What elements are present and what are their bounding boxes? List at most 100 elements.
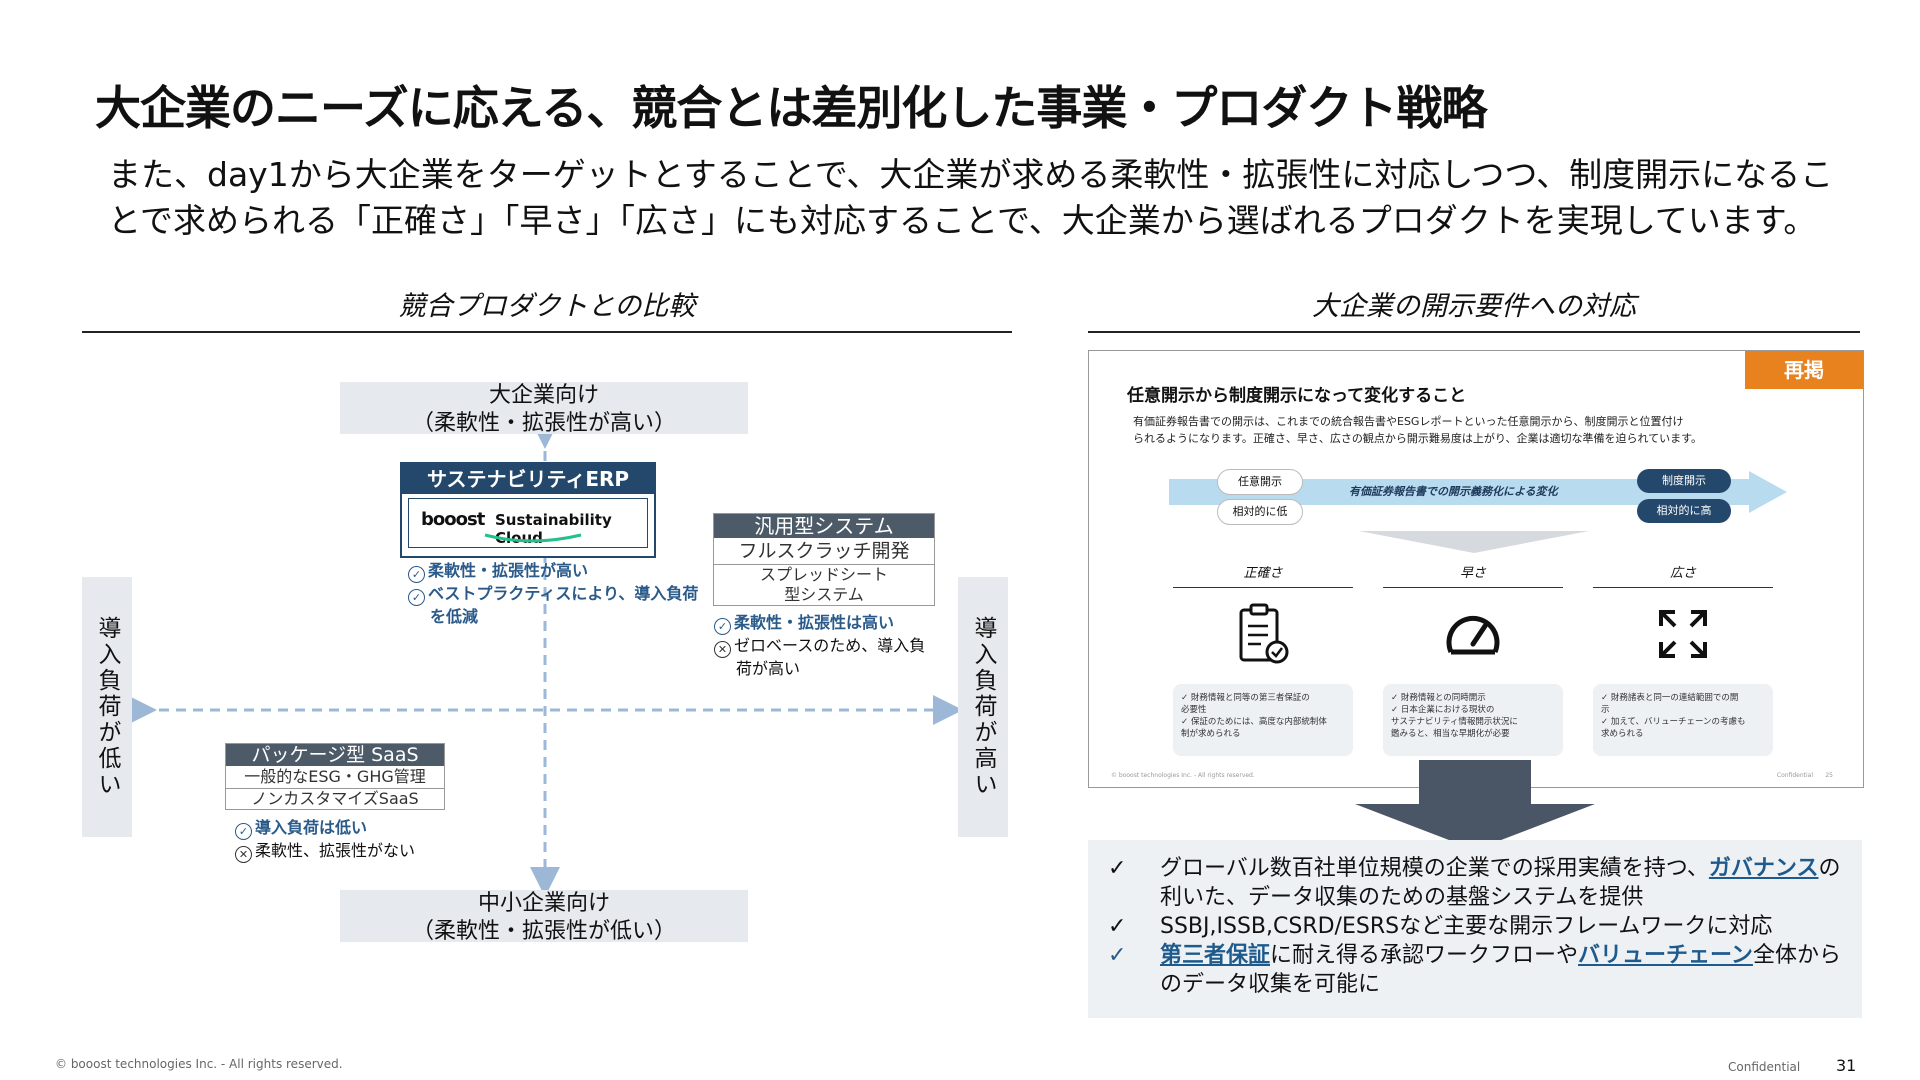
axis-top-label: 大企業向け （柔軟性・拡張性が高い） — [340, 382, 748, 436]
general-con-1: ゼロベースのため、導入負 — [734, 636, 926, 655]
summary-bullet-text: 第三者保証に耐え得る承認ワークフローやバリューチェーン全体からのデータ収集を可能… — [1160, 941, 1842, 999]
column-accuracy: 正確さ ✓ 財務情報と同等の第三者保証の 必要性 ✓ 保証のためには、高度な内部… — [1173, 561, 1353, 756]
erp-feature-1: 柔軟性・拡張性が高い — [428, 561, 589, 580]
erp-feature-2b: を低減 — [430, 607, 479, 626]
check-icon: ✓ — [1108, 943, 1127, 968]
highlight-term: 第三者保証 — [1160, 943, 1271, 968]
general-header: 汎用型システム — [714, 514, 934, 538]
check-icon: ✓ — [1108, 914, 1127, 939]
bullet-segment: グローバル数百社単位規模の企業での採用実績を持つ、 — [1160, 856, 1709, 881]
package-features: ✓導入負荷は低い ✕柔軟性、拡張性がない — [235, 817, 485, 863]
erp-features: ✓柔軟性・拡張性が高い ✓ベストプラクティスにより、導入負荷 を低減 — [408, 560, 708, 628]
axis-right-label: 導入負荷が高い — [958, 577, 1008, 837]
axis-left-text: 導入負荷が低い — [94, 616, 120, 798]
x-circle-icon: ✕ — [235, 846, 252, 863]
bullet-segment: SSBJ,ISSB,CSRD/ESRSなど主要な開示フレームワークに対応 — [1160, 914, 1773, 939]
lead-text: また、day1から大企業をターゲットとすることで、大企業が求める柔軟性・拡張性に… — [108, 155, 1834, 240]
accuracy-line-2: 必要性 — [1181, 705, 1207, 715]
accuracy-line-4: 制が求められる — [1181, 729, 1241, 739]
expand-icon — [1659, 610, 1707, 658]
speed-box: ✓ 財務情報との同時開示 ✓ 日本企業における現状の サステナビリティ情報開示状… — [1383, 684, 1563, 756]
highlight-term: バリューチェーン — [1578, 943, 1753, 968]
axis-bottom-label: 中小企業向け （柔軟性・拡張性が低い） — [340, 890, 748, 944]
card-description: 有価証券報告書での開示は、これまでの統合報告書やESGレポートといった任意開示か… — [1133, 413, 1833, 447]
accuracy-box: ✓ 財務情報と同等の第三者保証の 必要性 ✓ 保証のためには、高度な内部統制体 … — [1173, 684, 1353, 756]
page-title: 大企業のニーズに応える、競合とは差別化した事業・プロダクト戦略 — [95, 81, 1487, 135]
footer-copyright: © booost technologies Inc. - All rights … — [55, 1057, 343, 1071]
axis-left-label: 導入負荷が低い — [82, 577, 132, 837]
right-divider — [1088, 331, 1860, 333]
column-breadth-head: 広さ — [1593, 561, 1773, 588]
arrow-label: 有価証券報告書での開示義務化による変化 — [1349, 485, 1558, 498]
footer-confidential: Confidential — [1728, 1060, 1801, 1074]
general-pro: 柔軟性・拡張性は高い — [734, 613, 895, 632]
check-circle-icon: ✓ — [235, 823, 252, 840]
check-circle-icon: ✓ — [408, 566, 425, 583]
left-section-heading: 競合プロダクトとの比較 — [398, 291, 696, 322]
package-con: 柔軟性、拡張性がない — [255, 841, 416, 860]
general-row-1: フルスクラッチ開発 — [714, 538, 934, 565]
summary-bullet-text: グローバル数百社単位規模の企業での採用実績を持つ、ガバナンスの利いた、データ収集… — [1160, 854, 1842, 912]
check-circle-icon: ✓ — [408, 589, 425, 606]
card-footer-confidential: Confidential — [1776, 772, 1813, 779]
package-pro: 導入負荷は低い — [255, 818, 368, 837]
speedometer-icon — [1446, 615, 1500, 655]
erp-header: サステナビリティERP — [402, 464, 654, 494]
package-row-2: ノンカスタマイズSaaS — [251, 789, 419, 808]
check-icon: ✓ — [1108, 856, 1127, 881]
card-footer-page: 25 — [1825, 772, 1833, 779]
card-footer-copyright: © booost technologies Inc. - All rights … — [1111, 772, 1255, 779]
speed-line-1: ✓ 財務情報との同時開示 — [1391, 693, 1486, 703]
summary-bullet-text: SSBJ,ISSB,CSRD/ESRSなど主要な開示フレームワークに対応 — [1160, 912, 1772, 941]
erp-product-box: サステナビリティERP booost Sustainability Cloud — [400, 462, 656, 558]
pill-relatively-low: 相対的に低 — [1217, 499, 1303, 525]
erp-logo-panel: booost Sustainability Cloud — [408, 498, 648, 548]
speed-line-2: ✓ 日本企業における現状の — [1391, 705, 1495, 715]
summary-box: ✓ グローバル数百社単位規模の企業での採用実績を持つ、ガバナンスの利いた、データ収… — [1088, 840, 1862, 1018]
axis-top-line1: 大企業向け — [488, 383, 599, 408]
accuracy-line-3: ✓ 保証のためには、高度な内部統制体 — [1181, 717, 1327, 727]
summary-bullet: ✓ 第三者保証に耐え得る承認ワークフローやバリューチェーン全体からのデータ収集を可… — [1102, 941, 1842, 999]
breadth-line-4: 求められる — [1601, 729, 1644, 739]
down-arrow-icon — [1355, 760, 1595, 850]
card-desc-1: 有価証券報告書での開示は、これまでの統合報告書やESGレポートといった任意開示か… — [1133, 415, 1684, 428]
bullet-segment: の利いた、データ収集のための基盤システムを提供 — [1160, 856, 1841, 910]
package-saas-box: パッケージ型 SaaS 一般的なESG・GHG管理 ノンカスタマイズSaaS — [225, 743, 445, 810]
summary-bullets: ✓ グローバル数百社単位規模の企業での採用実績を持つ、ガバナンスの利いた、データ収… — [1102, 854, 1842, 999]
axis-top-line2: （柔軟性・拡張性が高い） — [411, 411, 676, 436]
reprint-slide-card: 再掲 任意開示から制度開示になって変化すること 有価証券報告書での開示は、これま… — [1088, 350, 1864, 788]
check-circle-icon: ✓ — [714, 618, 731, 635]
speed-line-3: サステナビリティ情報開示状況に — [1391, 717, 1518, 727]
general-row-2: スプレッドシート — [759, 565, 888, 584]
erp-feature-2: ベストプラクティスにより、導入負荷 — [428, 584, 699, 603]
general-system-box: 汎用型システム フルスクラッチ開発 スプレッドシート 型システム — [713, 513, 935, 606]
accuracy-line-1: ✓ 財務情報と同等の第三者保証の — [1181, 693, 1310, 703]
axis-bottom-line2: （柔軟性・拡張性が低い） — [411, 919, 676, 944]
general-con-2: 荷が高い — [736, 659, 801, 678]
speed-line-4: 鑑みると、相当な早期化が必要 — [1391, 729, 1510, 739]
card-desc-2: られるようになります。正確さ、早さ、広さの観点から開示難易度は上がり、企業は適切… — [1133, 432, 1703, 445]
logo-swoosh-icon — [484, 533, 582, 543]
clipboard-check-icon — [1239, 603, 1289, 664]
pill-relatively-high: 相対的に高 — [1637, 499, 1731, 523]
column-breadth: 広さ ✓ 財務諸表と同一の連結範囲での開 示 ✓ 加えて、バリューチェーンの考慮… — [1593, 561, 1773, 756]
page-number: 31 — [1836, 1056, 1857, 1075]
column-speed: 早さ ✓ 財務情報との同時開示 ✓ 日本企業における現状の サステナビリティ情報… — [1383, 561, 1563, 756]
x-circle-icon: ✕ — [714, 641, 731, 658]
general-row-3: 型システム — [784, 585, 864, 604]
package-row-1: 一般的なESG・GHG管理 — [226, 766, 444, 789]
summary-bullet: ✓ SSBJ,ISSB,CSRD/ESRSなど主要な開示フレームワークに対応 — [1102, 912, 1842, 941]
funnel-shape — [1359, 531, 1589, 553]
breadth-box: ✓ 財務諸表と同一の連結範囲での開 示 ✓ 加えて、バリューチェーンの考慮も 求… — [1593, 684, 1773, 756]
reprint-tag: 再掲 — [1745, 351, 1863, 389]
booost-logo: booost — [421, 509, 485, 530]
right-section-heading: 大企業の開示要件への対応 — [1312, 291, 1636, 322]
card-title: 任意開示から制度開示になって変化すること — [1127, 386, 1467, 406]
highlight-term: ガバナンス — [1708, 856, 1819, 881]
breadth-line-1: ✓ 財務諸表と同一の連結範囲での開 — [1601, 693, 1739, 703]
package-header: パッケージ型 SaaS — [226, 744, 444, 766]
bullet-segment: 全体からのデータ収集を可能に — [1160, 943, 1841, 997]
pill-statutory: 制度開示 — [1637, 469, 1731, 493]
bullet-segment: に耐え得る承認ワークフローや — [1270, 943, 1579, 968]
left-divider — [82, 331, 1012, 333]
